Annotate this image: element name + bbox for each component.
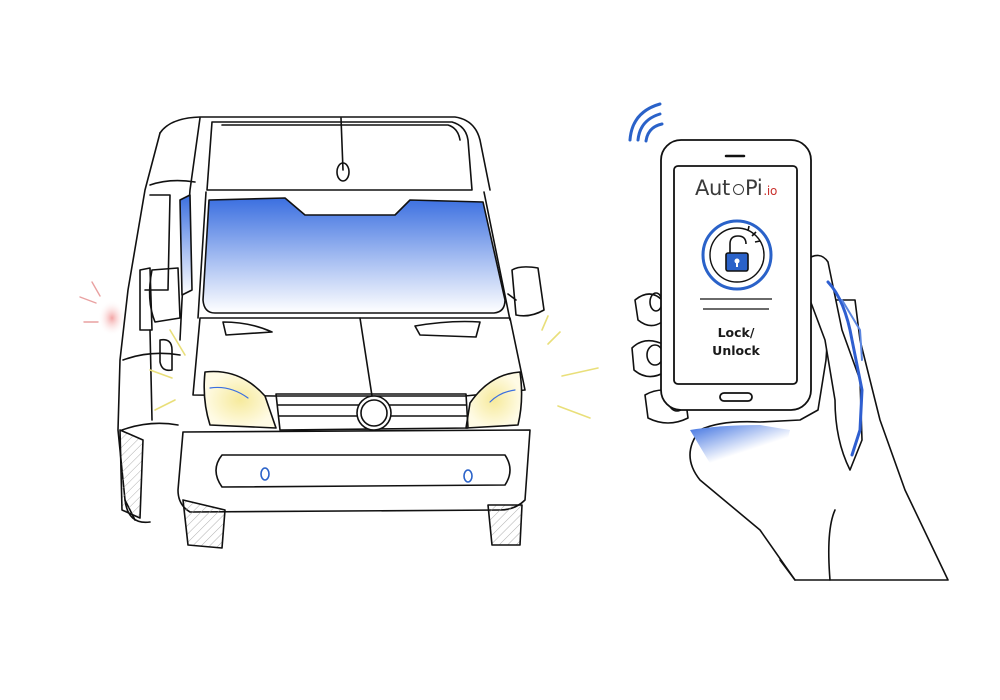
- rear-light-rays: [79, 281, 101, 323]
- phone: [660, 139, 812, 411]
- side-window: [179, 194, 193, 296]
- side-mirror-right: [511, 266, 545, 317]
- van-roof-cap: [206, 121, 473, 191]
- app-logo: Aut Pi.io: [676, 176, 796, 200]
- grille: [275, 393, 469, 431]
- lock-unlock-button[interactable]: [701, 219, 773, 291]
- brand-tld: .io: [763, 184, 778, 198]
- antenna-base: [336, 162, 350, 182]
- headlight-left-rays: [149, 329, 186, 411]
- home-button[interactable]: [719, 392, 753, 402]
- thumb: [805, 254, 863, 471]
- headlight-left: [203, 370, 277, 429]
- logo-circle-glyph: [732, 184, 744, 195]
- action-label-line-1: Lock/: [717, 325, 755, 340]
- palm-shadow: [690, 425, 790, 480]
- lock-unlock-label[interactable]: Lock/ Unlock: [690, 324, 782, 360]
- padlock-unlocked-icon: [725, 225, 761, 272]
- side-mirror-left: [148, 267, 181, 323]
- action-label-line-2: Unlock: [712, 343, 760, 358]
- fog-light-left: [260, 467, 270, 481]
- fog-light-right: [463, 469, 473, 483]
- brand-emblem: [356, 395, 392, 431]
- brand-name-second: Pi: [744, 176, 763, 200]
- headlight-right: [465, 371, 523, 429]
- wheel-front-right: [487, 504, 523, 546]
- wheel-rear: [119, 429, 144, 519]
- van-roof: [159, 116, 491, 191]
- brand-name-first: Aut: [694, 176, 730, 200]
- wheel-front-left: [182, 499, 226, 549]
- hood: [192, 317, 526, 397]
- roof-inner-line: [221, 124, 461, 141]
- headlight-right-rays: [541, 315, 599, 419]
- hand: [631, 254, 949, 581]
- finger-2: [631, 339, 666, 378]
- windshield: [202, 197, 506, 314]
- van: [79, 116, 599, 549]
- wifi-signal-icon: [628, 102, 664, 143]
- front-bumper: [177, 429, 531, 513]
- rear-light-glow: [98, 300, 126, 336]
